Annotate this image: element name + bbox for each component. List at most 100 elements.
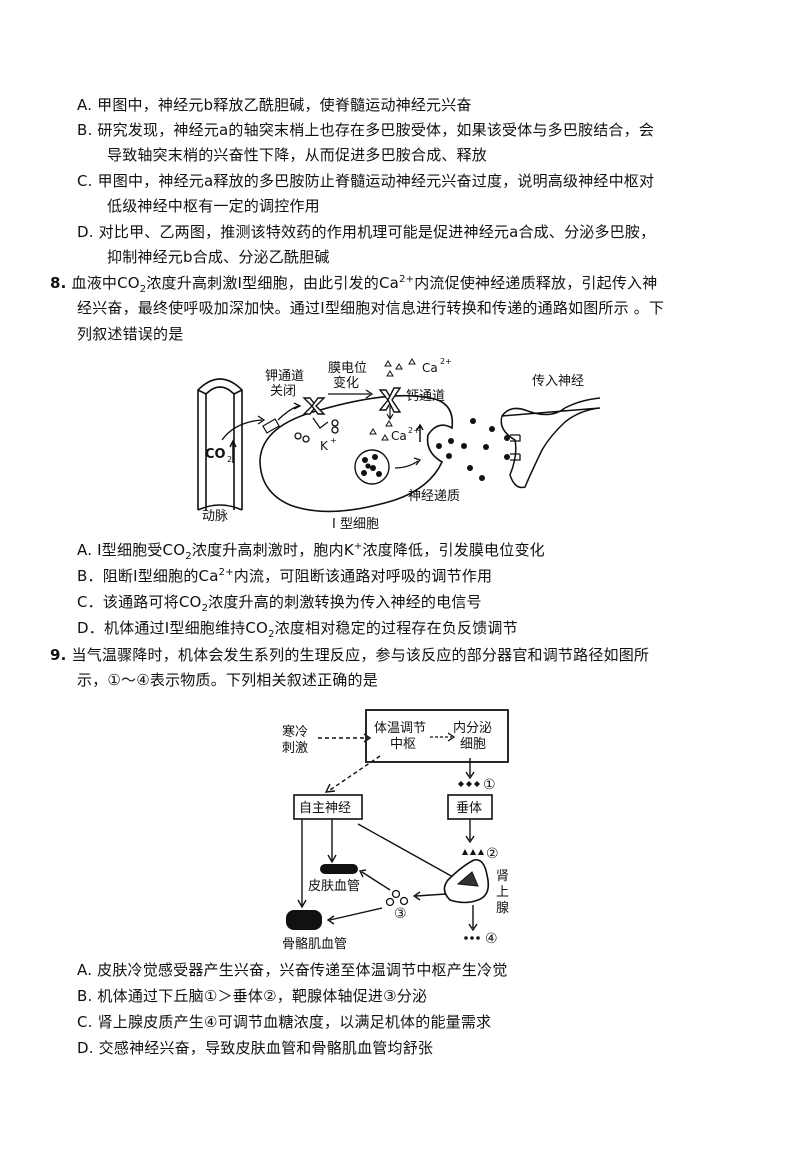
option-text: B．阻断Ⅰ型细胞的Ca: [77, 567, 219, 585]
q7-option-b-line1: B. 研究发现，神经元a的轴突末梢上也存在多巴胺受体，如果该受体与多巴胺结合，会: [77, 121, 655, 139]
q8-option-a: A. Ⅰ型细胞受CO2浓度升高刺激时，胞内K+浓度降低，引发膜电位变化: [77, 540, 545, 562]
co2-label: CO: [205, 447, 226, 462]
afferent-nerve-label: 传入神经: [532, 374, 584, 389]
q9-option-a: A. 皮肤冷觉感受器产生兴奋，兴奋传递至体温调节中枢产生冷觉: [77, 961, 508, 979]
skin-vessel-label: 皮肤血管: [308, 879, 360, 894]
receptor-sites-icon: [510, 434, 521, 461]
calcium-ion-label-top: Ca: [422, 361, 438, 375]
receptor-icon: [262, 418, 280, 434]
q8-stem-text: 浓度升高刺激Ⅰ型细胞，由此引发的Ca: [146, 274, 400, 292]
option-text: A. Ⅰ型细胞受CO: [77, 541, 186, 559]
k-channel-label-1: 钾通道: [265, 369, 304, 384]
q8-stem-text: 血液中CO: [71, 274, 140, 292]
membrane-potential-label-2: 变化: [333, 375, 359, 391]
skeletal-muscle-vessel-icon: [286, 910, 322, 930]
option-text: 浓度降低，引发膜电位变化: [362, 541, 545, 559]
adrenal-label-2: 上: [496, 885, 509, 900]
k-channel-label-2: 关闭: [270, 384, 296, 399]
option-text: 浓度升高刺激时，胞内K: [191, 541, 354, 559]
thermoregulation-center-box: [365, 709, 509, 763]
subscript: 2: [268, 629, 275, 640]
substance-1-icon: [458, 781, 480, 787]
calcium-ion-label-inner: Ca: [391, 429, 407, 443]
cold-stimulus-label-1: 寒冷: [282, 724, 308, 740]
option-text: 内流，可阻断该通路对呼吸的调节作用: [233, 567, 493, 585]
increase-arrow-icon: [416, 423, 424, 442]
thermoregulation-pathway-diagram: 寒冷 刺激 体温调节 中枢 内分泌 细胞 ① 自主神经 垂体 ② 肾 上 腺 皮…: [282, 709, 509, 950]
subscript: 2: [201, 603, 209, 614]
membrane-potential-label-1: 膜电位: [328, 361, 367, 376]
calcium-ions-inside-icon: [369, 420, 393, 441]
q8-option-b: B．阻断Ⅰ型细胞的Ca2+内流，可阻断该通路对呼吸的调节作用: [77, 566, 492, 586]
type-i-cell-outline: [259, 394, 454, 513]
substance-4-label: ④: [485, 931, 498, 947]
artery-icon: [197, 378, 243, 511]
adrenal-gland-icon: [443, 858, 490, 904]
substance-4-icon: [464, 936, 480, 940]
substance-1-label: ①: [483, 777, 496, 793]
q9-option-c: C. 肾上腺皮质产生④可调节血糖浓度，以满足机体的能量需求: [77, 1013, 492, 1031]
autonomic-nerve-label: 自主神经: [299, 801, 351, 816]
substance-3-icon: [385, 889, 409, 907]
q7-option-c-line2: 低级神经中枢有一定的调控作用: [107, 197, 320, 215]
q8-option-d: D．机体通过Ⅰ型细胞维持CO2浓度相对稳定的过程存在负反馈调节: [77, 618, 518, 640]
muscle-vessel-label: 骨骼肌血管: [282, 936, 347, 950]
type-i-cell-pathway-diagram: CO 2 动脉 钾通道 关闭 K + 膜电位 变化 钙通道 Ca 2+ Ca 2…: [197, 357, 601, 532]
thermoregulation-center-label-1: 体温调节: [374, 721, 426, 736]
option-text: 浓度升高的刺激转换为传入神经的电信号: [208, 593, 482, 611]
k-ion-superscript: +: [330, 436, 337, 445]
subscript: 2: [139, 284, 147, 295]
type-i-cell-label: Ⅰ 型细胞: [332, 517, 379, 532]
q8-number: 8.: [50, 274, 67, 292]
vesicle-icon: [354, 449, 390, 485]
q9-option-d: D. 交感神经兴奋，导致皮肤血管和骨骼肌血管均舒张: [77, 1039, 434, 1057]
option-text: C．该通路可将CO: [77, 593, 202, 611]
autonomic-nerve-box: [293, 794, 363, 820]
substance-2-icon: [462, 849, 484, 855]
option-text: D．机体通过Ⅰ型细胞维持CO: [77, 619, 269, 637]
calcium-ion-superscript-inner: 2+: [408, 426, 420, 435]
adrenal-label-1: 肾: [496, 869, 509, 884]
q7-option-d-line1: D. 对比甲、乙两图，推测该特效药的作用机理可能是促进神经元a合成、分泌多巴胺，: [77, 223, 656, 241]
subscript: 2: [185, 551, 192, 562]
endocrine-cell-label-1: 内分泌: [453, 720, 492, 736]
q8-stem-line2: 经兴奋，最终使呼吸加深加快。通过Ⅰ型细胞对信息进行转换和传递的通路如图所示 。下: [77, 299, 665, 317]
thermoregulation-center-label-2: 中枢: [390, 737, 416, 752]
q9-option-b: B. 机体通过下丘脑①＞垂体②，靶腺体轴促进③分泌: [77, 987, 428, 1005]
q7-option-d-line2: 抑制神经元b合成、分泌乙酰胆碱: [107, 248, 330, 266]
q9-stem-text: 当气温骤降时，机体会发生系列的生理反应，参与该反应的部分器官和调节路径如图所: [71, 646, 650, 664]
superscript: +: [353, 541, 363, 552]
neurotransmitter-dots-icon: [436, 418, 495, 481]
calcium-channel-label: 钙通道: [406, 389, 445, 404]
q7-option-b-line2: 导致轴突末梢的兴奋性下降，从而促进多巴胺合成、释放: [107, 146, 488, 164]
cold-stimulus-label-2: 刺激: [282, 741, 308, 756]
q8-option-c: C．该通路可将CO2浓度升高的刺激转换为传入神经的电信号: [77, 592, 482, 614]
q7-option-a: A. 甲图中，神经元b释放乙酰胆碱，使脊髓运动神经元兴奋: [77, 96, 472, 114]
q8-stem-text: 内流促使神经递质释放，引起传入神: [414, 274, 658, 292]
neurotransmitter-label: 神经递质: [408, 489, 460, 504]
afferent-nerve-outline: [500, 397, 601, 489]
k-ion-label: K: [320, 439, 329, 453]
calcium-channel-icon: [378, 387, 402, 413]
q9-stem-line1: 9. 当气温骤降时，机体会发生系列的生理反应，参与该反应的部分器官和调节路径如图…: [50, 645, 649, 665]
artery-label: 动脉: [202, 509, 228, 524]
calcium-ion-superscript-top: 2+: [440, 357, 452, 366]
endocrine-cell-label-2: 细胞: [460, 737, 486, 752]
q8-stem-line1: 8. 血液中CO2浓度升高刺激Ⅰ型细胞，由此引发的Ca2+内流促使神经递质释放，…: [50, 273, 658, 295]
option-text: 浓度相对稳定的过程存在负反馈调节: [274, 619, 518, 637]
q9-stem-line2: 示，①～④表示物质。下列相关叙述正确的是: [77, 671, 378, 689]
q7-option-c-line1: C. 甲图中，神经元a释放的多巴胺防止脊髓运动神经元兴奋过度，说明高级神经中枢对: [77, 172, 655, 190]
superscript: 2+: [218, 567, 234, 578]
substance-2-label: ②: [486, 846, 499, 862]
skin-blood-vessel-icon: [320, 864, 358, 874]
co2-subscript: 2: [227, 455, 232, 464]
adrenal-label-3: 腺: [496, 901, 509, 916]
potassium-channel-icon: [302, 397, 326, 415]
substance-3-label: ③: [394, 906, 407, 922]
q8-stem-line3: 列叙述错误的是: [77, 325, 184, 343]
increase-arrow-icon: [229, 439, 237, 463]
q9-number: 9.: [50, 646, 67, 664]
pituitary-label: 垂体: [456, 801, 482, 816]
superscript: 2+: [399, 274, 415, 285]
calcium-ions-outside-icon: [384, 358, 416, 377]
